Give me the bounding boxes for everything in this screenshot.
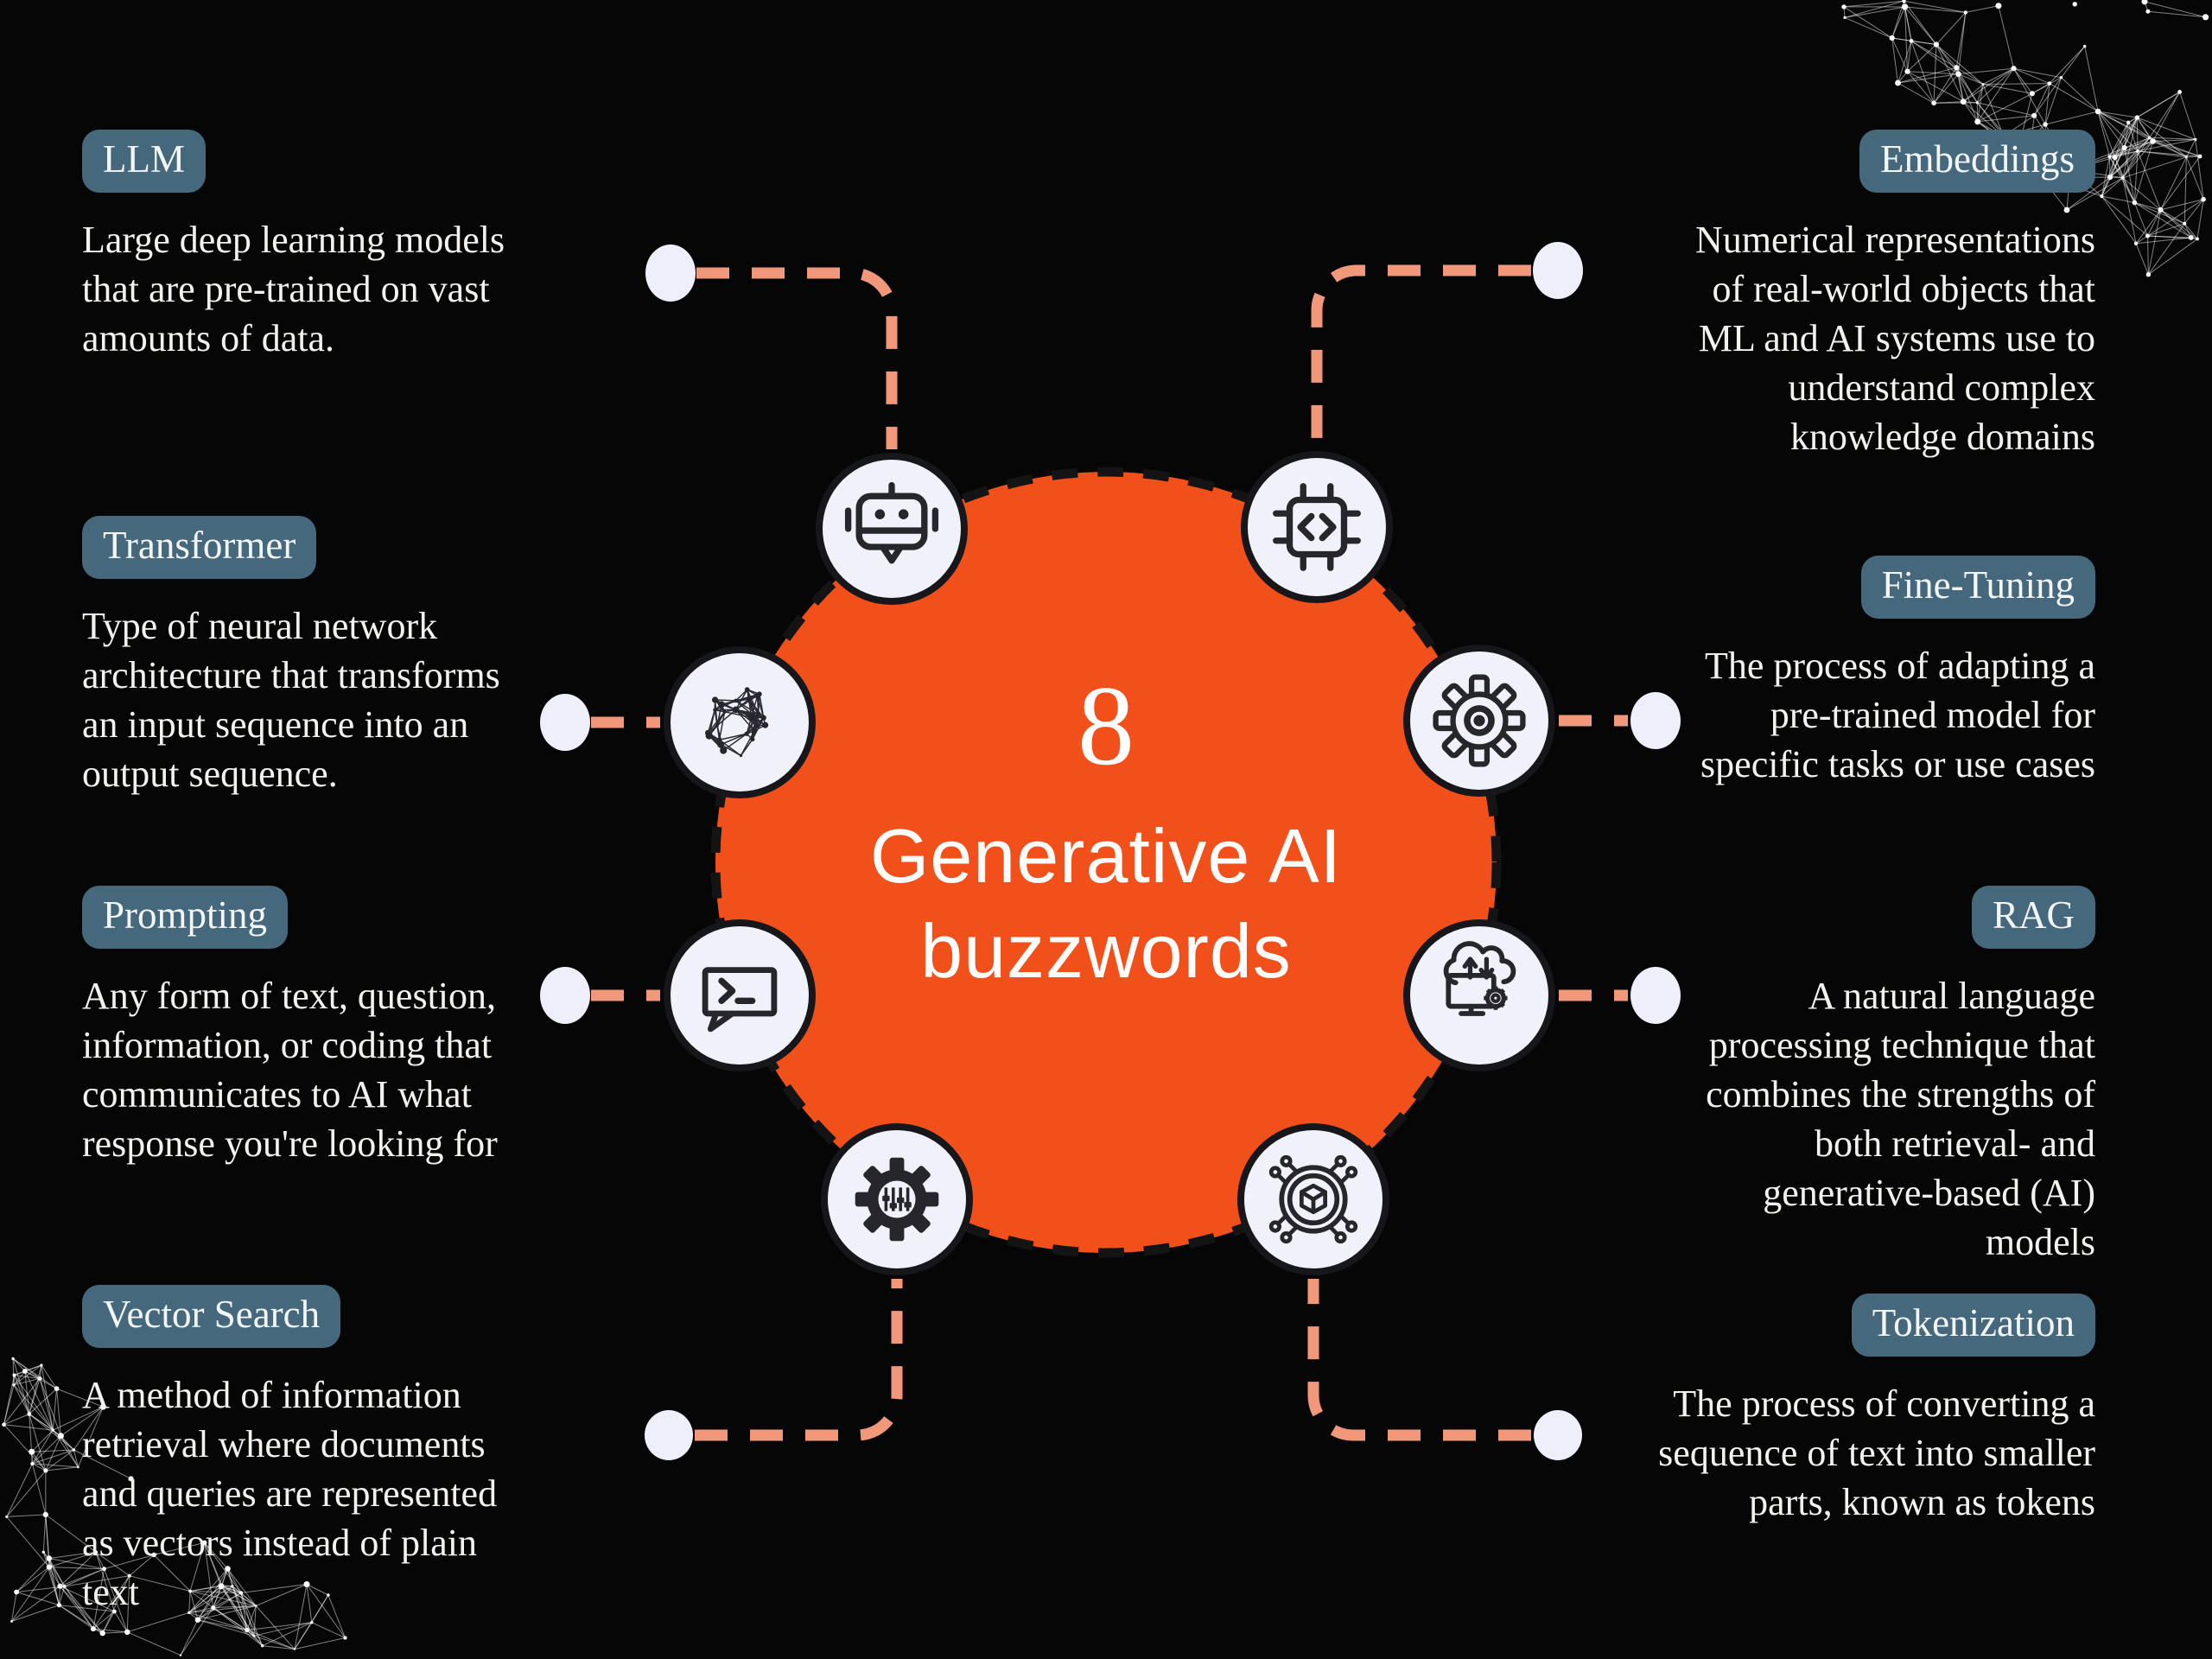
- connector-dot-embeddings: [1533, 242, 1583, 299]
- connector-dot-tokenization: [1534, 1410, 1582, 1460]
- section-embeddings: Embeddings Numerical representations of …: [1560, 130, 2095, 461]
- section-rag: RAG A natural language processing techni…: [1560, 886, 2095, 1267]
- connector-dot-llm: [645, 245, 696, 302]
- cube-circuit-icon: [1237, 1123, 1389, 1275]
- connector-dot-prompting: [540, 967, 590, 1024]
- prompting-description: Any form of text, question, information,…: [82, 975, 498, 1165]
- rag-badge: RAG: [1971, 886, 2095, 949]
- buzzword-count: 8: [1077, 662, 1135, 789]
- central-title-line1: Generative AI: [869, 813, 1343, 899]
- prompting-badge: Prompting: [82, 886, 289, 949]
- connector-path-embeddings: [1311, 264, 1531, 448]
- chip-code-icon: [1241, 451, 1393, 603]
- connector-dot-rag: [1630, 967, 1681, 1024]
- fine-tuning-badge: Fine-Tuning: [1860, 556, 2095, 619]
- connector-path-tokenization: [1307, 1279, 1531, 1441]
- section-tokenization: Tokenization The process of converting a…: [1560, 1294, 2095, 1527]
- central-orange-circle: [710, 467, 1502, 1258]
- central-title-group: 8 Generative AI buzzwords: [715, 472, 1497, 1253]
- gear-sliders-icon: [821, 1123, 973, 1275]
- llm-badge: LLM: [82, 130, 206, 193]
- rag-description: A natural language processing technique …: [1706, 975, 2095, 1263]
- embeddings-badge: Embeddings: [1859, 130, 2095, 193]
- embeddings-description: Numerical representations of real-world …: [1694, 219, 2095, 458]
- vector-search-badge: Vector Search: [82, 1285, 341, 1348]
- section-prompting: Prompting Any form of text, question, in…: [82, 886, 601, 1168]
- section-transformer: Transformer Type of neural network archi…: [82, 516, 601, 798]
- transformer-badge: Transformer: [82, 516, 317, 579]
- gear-icon: [1403, 645, 1555, 797]
- section-llm: LLM Large deep learning models that are …: [82, 130, 601, 363]
- llm-description: Large deep learning models that are pre-…: [82, 219, 505, 359]
- connector-dot-transformer: [540, 694, 590, 751]
- neural-network-icon: [664, 646, 816, 798]
- fine-tuning-description: The process of adapting a pre-trained mo…: [1700, 645, 2095, 785]
- connector-path-llm: [696, 267, 898, 449]
- section-vector-search: Vector Search A method of information re…: [82, 1285, 601, 1617]
- vector-search-description: A method of information retrieval where …: [82, 1374, 498, 1613]
- tokenization-badge: Tokenization: [1851, 1294, 2095, 1357]
- central-title-line2: buzzwords: [920, 908, 1292, 994]
- cloud-computer-gear-icon: [1403, 919, 1555, 1071]
- section-fine-tuning: Fine-Tuning The process of adapting a pr…: [1560, 556, 2095, 789]
- tokenization-description: The process of converting a sequence of …: [1658, 1382, 2095, 1523]
- constellation-decoration-bottom-left: [2, 1357, 347, 1656]
- connector-dot-fine-tuning: [1630, 692, 1681, 749]
- connector-path-vector-search: [695, 1279, 903, 1441]
- connector-dot-vector-search: [645, 1410, 693, 1460]
- terminal-chat-icon: [664, 919, 816, 1071]
- chatbot-icon: [816, 453, 968, 605]
- transformer-description: Type of neural network architecture that…: [82, 605, 500, 795]
